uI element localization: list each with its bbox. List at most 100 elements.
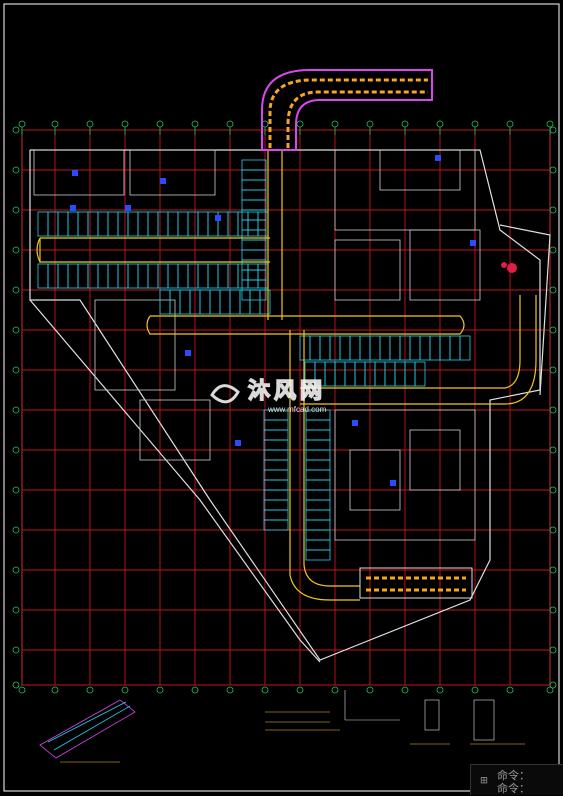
- parking-stall: [263, 429, 289, 441]
- parking-stall: [237, 211, 249, 237]
- axis-bubble: [549, 446, 557, 454]
- detail-notes: [60, 690, 525, 763]
- parking-stall: [241, 169, 267, 181]
- axis-bubble: [546, 120, 554, 128]
- parking-stall: [359, 335, 371, 361]
- parking-stall: [257, 263, 269, 289]
- parking-stall: [117, 211, 129, 237]
- equipment-room: [215, 215, 221, 221]
- axis-bubble: [506, 686, 514, 694]
- axis-bubble: [86, 686, 94, 694]
- parking-stall: [263, 519, 289, 531]
- axis-bubble: [12, 606, 20, 614]
- equipment-room: [70, 205, 76, 211]
- axis-bubble: [261, 686, 269, 694]
- wall-block: [129, 149, 216, 196]
- axis-bubble: [331, 686, 339, 694]
- axis-bubble: [549, 366, 557, 374]
- parking-stall: [241, 189, 267, 201]
- parking-stall: [409, 335, 421, 361]
- exit-ramp-chevrons: [366, 576, 466, 592]
- parking-stall: [187, 211, 199, 237]
- axis-bubble: [86, 120, 94, 128]
- command-area[interactable]: ⊞ 命令： 命令：: [470, 764, 563, 795]
- parking-stall: [67, 211, 79, 237]
- parking-stall: [263, 419, 289, 431]
- axis-bubble: [549, 286, 557, 294]
- parking-stall: [179, 289, 191, 315]
- parking-stall: [229, 289, 241, 315]
- parking-stall: [199, 289, 211, 315]
- parking-stall: [263, 489, 289, 501]
- parking-stall: [414, 361, 426, 387]
- parking-stall: [107, 263, 119, 289]
- wall-block: [94, 299, 176, 391]
- axis-bubble: [12, 286, 20, 294]
- parking-stall: [57, 211, 69, 237]
- lane-upper-end: [36, 237, 41, 263]
- parking-stall: [227, 211, 239, 237]
- lane-vertical-a: [267, 150, 283, 320]
- parking-stall: [107, 211, 119, 237]
- entry-ramp: [261, 69, 433, 151]
- axis-bubble: [12, 646, 20, 654]
- lane-bottom-curve: [289, 564, 360, 601]
- parking-stall: [305, 479, 331, 491]
- parking-stall: [167, 211, 179, 237]
- parking-stall: [241, 209, 267, 221]
- watermark: 沐风网 www.mfcad.com: [210, 378, 327, 414]
- equipment-room: [185, 350, 191, 356]
- sheet-border: [3, 3, 560, 792]
- wall-block: [349, 449, 401, 511]
- diagonal-wall: [29, 299, 321, 663]
- parking-stall: [241, 239, 267, 251]
- axis-bubble: [546, 686, 554, 694]
- crosshair-icon: ⊞: [480, 773, 488, 787]
- parking-stall: [305, 469, 331, 481]
- parking-stall: [97, 211, 109, 237]
- wall-block: [139, 399, 211, 461]
- parking-stall: [239, 289, 251, 315]
- parking-stall: [324, 361, 336, 387]
- parking-stall: [379, 335, 391, 361]
- parking-stall: [241, 249, 267, 261]
- axis-bubble: [12, 126, 20, 134]
- axis-bubble: [296, 686, 304, 694]
- command-line-1: 命令：: [497, 770, 530, 782]
- parking-stall: [147, 211, 159, 237]
- lane-lower: [300, 295, 537, 405]
- parking-stall: [263, 449, 289, 461]
- parking-stall: [187, 263, 199, 289]
- parking-stall: [137, 211, 149, 237]
- detail-ramp-section: [39, 699, 136, 759]
- axis-markers-bottom: [18, 686, 554, 694]
- axis-bubble: [12, 406, 20, 414]
- axis-bubble: [549, 681, 557, 689]
- axis-bubble: [156, 686, 164, 694]
- wall-block: [409, 429, 461, 491]
- axis-bubble: [12, 566, 20, 574]
- axis-bubble: [18, 120, 26, 128]
- parking-stall: [309, 335, 321, 361]
- parking-stall: [127, 263, 139, 289]
- parking-stall: [241, 279, 267, 291]
- axis-bubble: [296, 120, 304, 128]
- ramp-outline: [261, 69, 433, 151]
- parking-stall: [449, 335, 461, 361]
- axis-bubble: [549, 646, 557, 654]
- exit-ramp: [359, 567, 473, 599]
- right-angled-wall: [499, 224, 551, 396]
- parking-stall: [349, 335, 361, 361]
- axis-bubble: [12, 366, 20, 374]
- parking-stall: [305, 549, 331, 561]
- equipment-room: [72, 170, 78, 176]
- parking-stall: [305, 519, 331, 531]
- parking-stall: [305, 499, 331, 511]
- parking-stall: [197, 263, 209, 289]
- parking-stall: [263, 439, 289, 451]
- watermark-brand: 沐风网: [248, 379, 326, 404]
- axis-bubble: [471, 686, 479, 694]
- parking-stall: [77, 263, 89, 289]
- axis-bubble: [12, 681, 20, 689]
